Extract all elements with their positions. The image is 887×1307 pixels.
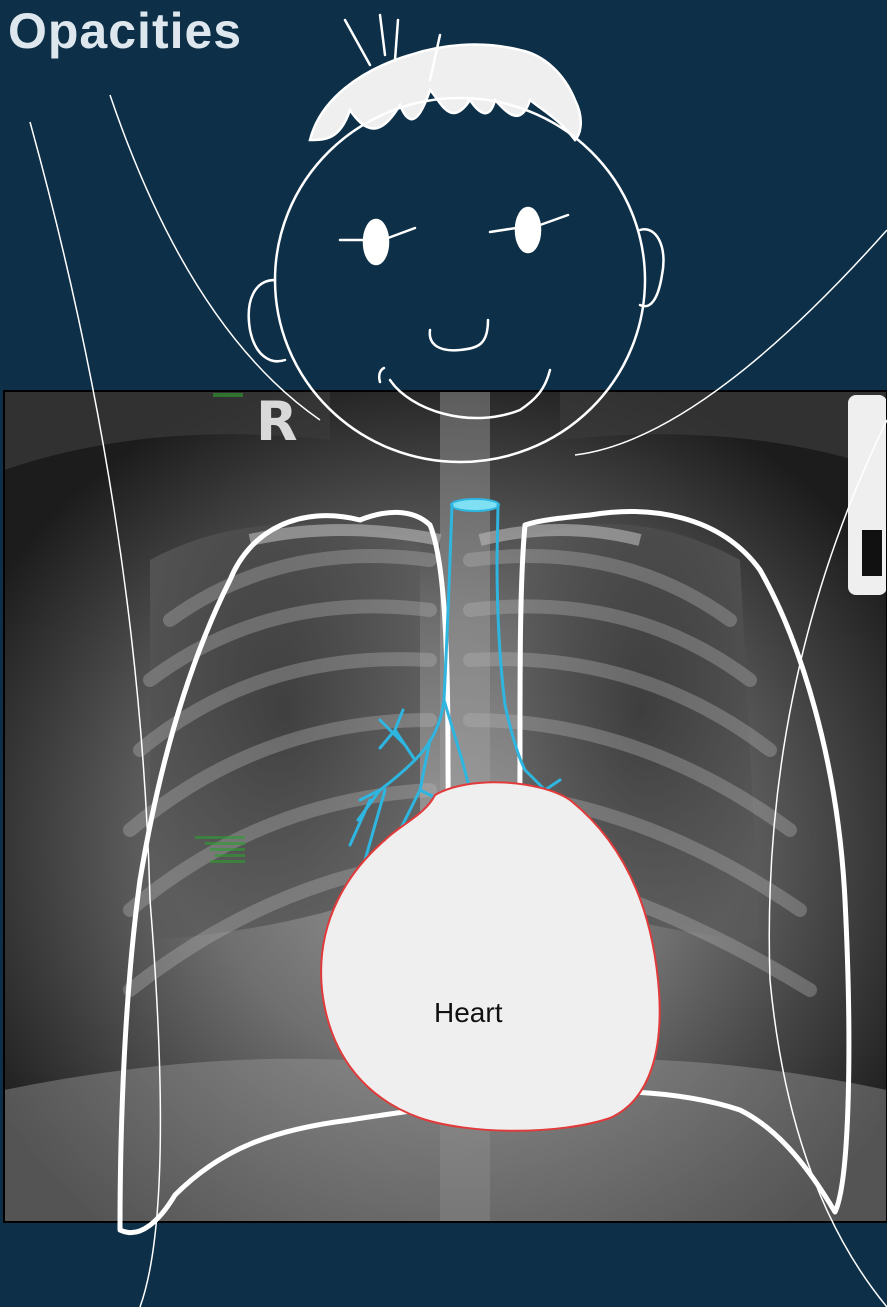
heart-label: Heart	[434, 997, 503, 1028]
side-marker-r: R	[256, 390, 298, 453]
hair-icon	[310, 45, 581, 140]
